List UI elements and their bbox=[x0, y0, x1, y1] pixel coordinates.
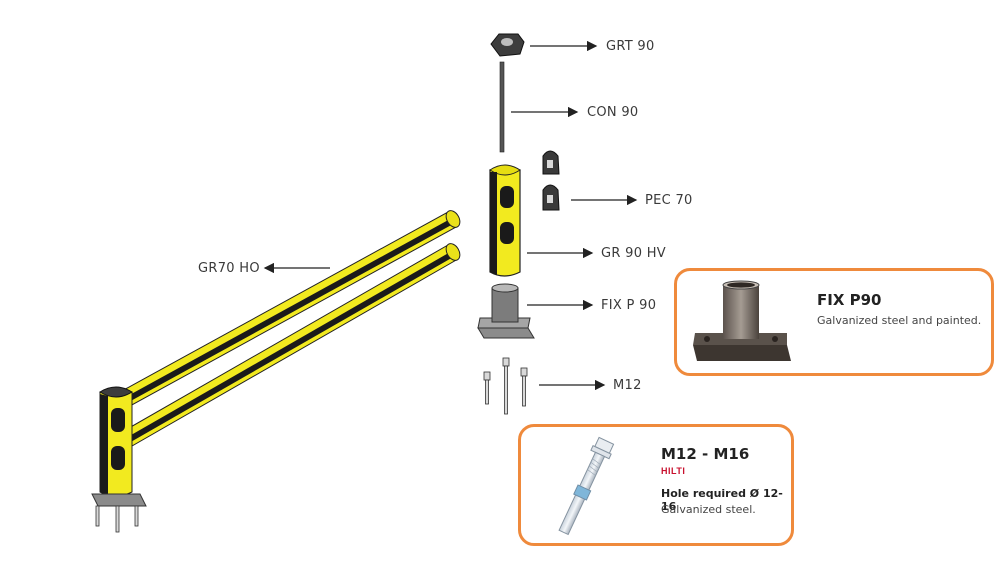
m12-m16-info-box: M12 - M16 HILTI Hole required Ø 12-16 Ga… bbox=[518, 424, 794, 546]
label-fixp90: FIX P 90 bbox=[601, 298, 657, 313]
label-con90: CON 90 bbox=[587, 105, 639, 120]
fix-p90-title: FIX P90 bbox=[817, 291, 882, 309]
fixp90-base-part bbox=[477, 283, 594, 339]
hilti-anchor-image bbox=[558, 436, 615, 536]
label-m12: M12 bbox=[613, 378, 642, 393]
label-pec70: PEC 70 bbox=[645, 193, 693, 208]
gr70ho-rails-part bbox=[119, 210, 461, 447]
fix-p90-description: Galvanized steel and painted. bbox=[817, 314, 982, 327]
label-gr70ho: GR70 HO bbox=[198, 261, 260, 276]
pec70-clamps-part bbox=[542, 150, 638, 211]
assembled-post bbox=[91, 386, 147, 533]
label-grt90: GRT 90 bbox=[606, 39, 655, 54]
con90-rod-part bbox=[499, 61, 579, 153]
m12-m16-description: Galvanized steel. bbox=[661, 503, 756, 516]
label-gr90hv: GR 90 HV bbox=[601, 246, 666, 261]
gr90hv-post-part bbox=[489, 164, 594, 277]
hole-requirement: Hole required Ø 12-16 bbox=[661, 487, 783, 513]
hilti-brand: HILTI bbox=[661, 466, 686, 476]
m12-m16-title: M12 - M16 bbox=[661, 445, 750, 463]
grt90-cap-part bbox=[490, 33, 598, 57]
m12-anchor-bolts-part bbox=[483, 357, 606, 415]
fix-p90-base-image bbox=[693, 280, 791, 361]
fix-p90-info-box: FIX P90 Galvanized steel and painted. bbox=[674, 268, 994, 376]
